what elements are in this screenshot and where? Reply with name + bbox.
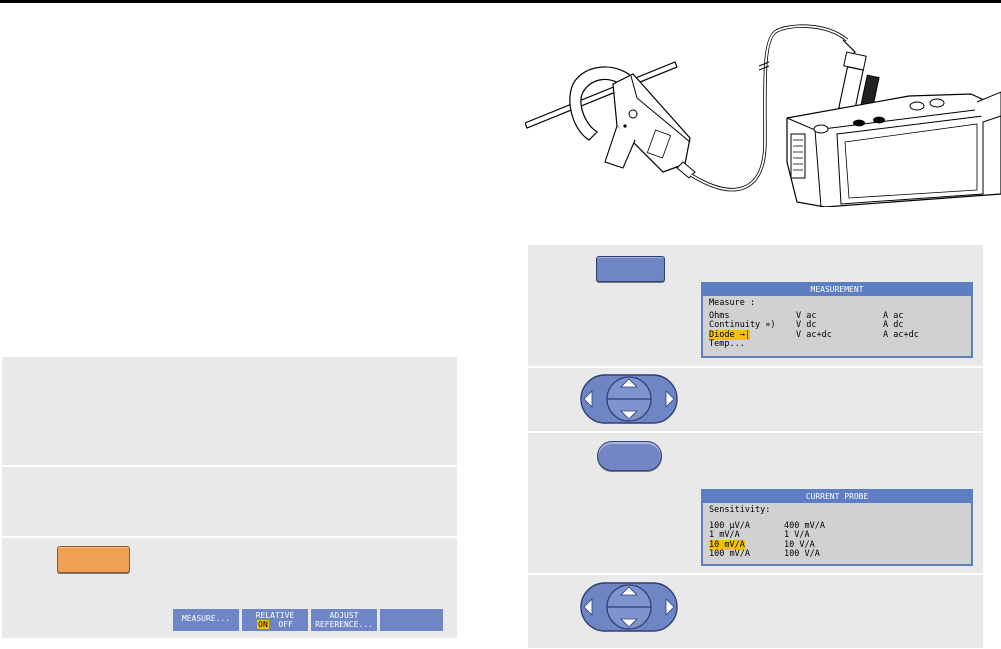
- input-jack-c: [909, 101, 925, 111]
- sensitivity-option[interactable]: 100 mV/A: [709, 549, 750, 559]
- clamp-label-plate: [646, 129, 672, 159]
- softkey-measure-label: MEASURE...: [181, 614, 231, 623]
- current-probe-menu-title: CURRENT PROBE: [703, 491, 971, 503]
- clamp-trigger: [604, 125, 636, 169]
- input-jack-d: [929, 98, 945, 108]
- sensitivity-row: 100 µV/A 400 mV/A: [709, 520, 965, 532]
- menu-option[interactable]: A dc: [883, 320, 904, 330]
- current-probe-menu: CURRENT PROBE Sensitivity: 100 µV/A 400 …: [701, 489, 973, 566]
- arrow-right-icon: [665, 390, 675, 408]
- clamp-dial-icon: [628, 109, 638, 119]
- blue-function-key[interactable]: [596, 256, 665, 282]
- arrow-up-icon: [620, 586, 638, 596]
- page-top-rule: [0, 0, 1001, 3]
- sensitivity-row: 1 mV/A 1 V/A: [709, 530, 965, 541]
- measurement-row: Ohms V ac A ac: [709, 310, 965, 322]
- softkey-measure[interactable]: MEASURE...: [173, 609, 239, 631]
- softkey-adjust-line1: ADJUST: [329, 611, 359, 620]
- arrow-right-icon: [665, 598, 675, 616]
- relative-on-option: ON: [257, 620, 269, 629]
- measurement-menu-title: MEASUREMENT: [703, 284, 971, 296]
- clamp-jaw: [569, 66, 636, 141]
- menu-option[interactable]: Ohms: [709, 310, 730, 321]
- right-step-divider-3: [528, 573, 983, 575]
- right-step-divider-2: [528, 431, 983, 433]
- sensitivity-row: 10 mV/A 10 V/A: [709, 539, 965, 551]
- relative-off-option: OFF: [278, 620, 293, 629]
- meter-screen: [844, 123, 978, 199]
- measurement-row: Diode →| V ac+dc A ac+dc: [709, 329, 965, 341]
- softkey-adjust-reference[interactable]: ADJUST REFERENCE...: [311, 609, 377, 631]
- softkey-empty[interactable]: [380, 609, 443, 631]
- left-step-divider-2: [2, 536, 457, 538]
- sensitivity-option[interactable]: 10 V/A: [784, 539, 815, 550]
- arrow-left-icon: [583, 390, 593, 408]
- sensitivity-option[interactable]: 100 µV/A: [709, 520, 750, 531]
- sensitivity-option[interactable]: 400 mV/A: [784, 520, 825, 531]
- menu-option[interactable]: A ac+dc: [883, 329, 919, 340]
- blue-enter-key[interactable]: [597, 441, 662, 471]
- arrow-up-icon: [620, 378, 638, 388]
- measurement-menu-heading: Measure :: [709, 298, 756, 308]
- navigation-pad[interactable]: [579, 581, 679, 633]
- menu-option[interactable]: A ac: [883, 310, 904, 321]
- sensitivity-option[interactable]: 1 mV/A: [709, 530, 740, 540]
- menu-option[interactable]: Temp...: [709, 339, 745, 349]
- right-step-divider-1: [528, 366, 983, 368]
- menu-option-selected[interactable]: Diode →|: [709, 329, 750, 340]
- navigation-pad[interactable]: [579, 373, 679, 425]
- softkey-menu-bar: MEASURE... RELATIVE ON OFF ADJUST REFERE…: [173, 609, 444, 631]
- arrow-left-icon: [583, 598, 593, 616]
- menu-option[interactable]: V ac+dc: [796, 329, 832, 340]
- measurement-menu: MEASUREMENT Measure : Ohms V ac A ac Con…: [701, 282, 973, 358]
- softkey-adjust-line2: REFERENCE...: [315, 620, 373, 629]
- measurement-row: Continuity ») V dc A dc: [709, 320, 965, 331]
- arrow-down-icon: [620, 618, 638, 628]
- input-jack-a: [813, 124, 829, 134]
- softkey-relative-label: RELATIVE: [255, 611, 295, 620]
- arrow-down-icon: [620, 410, 638, 420]
- sensitivity-option[interactable]: 100 V/A: [784, 549, 820, 559]
- menu-option[interactable]: V dc: [796, 320, 817, 330]
- softkey-relative[interactable]: RELATIVE ON OFF: [242, 609, 308, 631]
- left-steps-panel: [2, 357, 457, 638]
- sensitivity-row: 100 mV/A 100 V/A: [709, 549, 965, 560]
- menu-option[interactable]: Continuity »): [709, 320, 776, 330]
- sensitivity-option[interactable]: 1 V/A: [784, 530, 810, 540]
- current-clamp-illustration: [525, 24, 1001, 207]
- menu-option[interactable]: V ac: [796, 310, 817, 321]
- input-jack-b: [873, 116, 885, 124]
- orange-function-key[interactable]: [57, 546, 130, 573]
- current-probe-menu-heading: Sensitivity:: [709, 505, 771, 515]
- left-step-divider-1: [2, 465, 457, 467]
- input-jack-com: [853, 119, 865, 127]
- measurement-row: Temp...: [709, 339, 965, 350]
- sensitivity-option-selected[interactable]: 10 mV/A: [709, 539, 745, 550]
